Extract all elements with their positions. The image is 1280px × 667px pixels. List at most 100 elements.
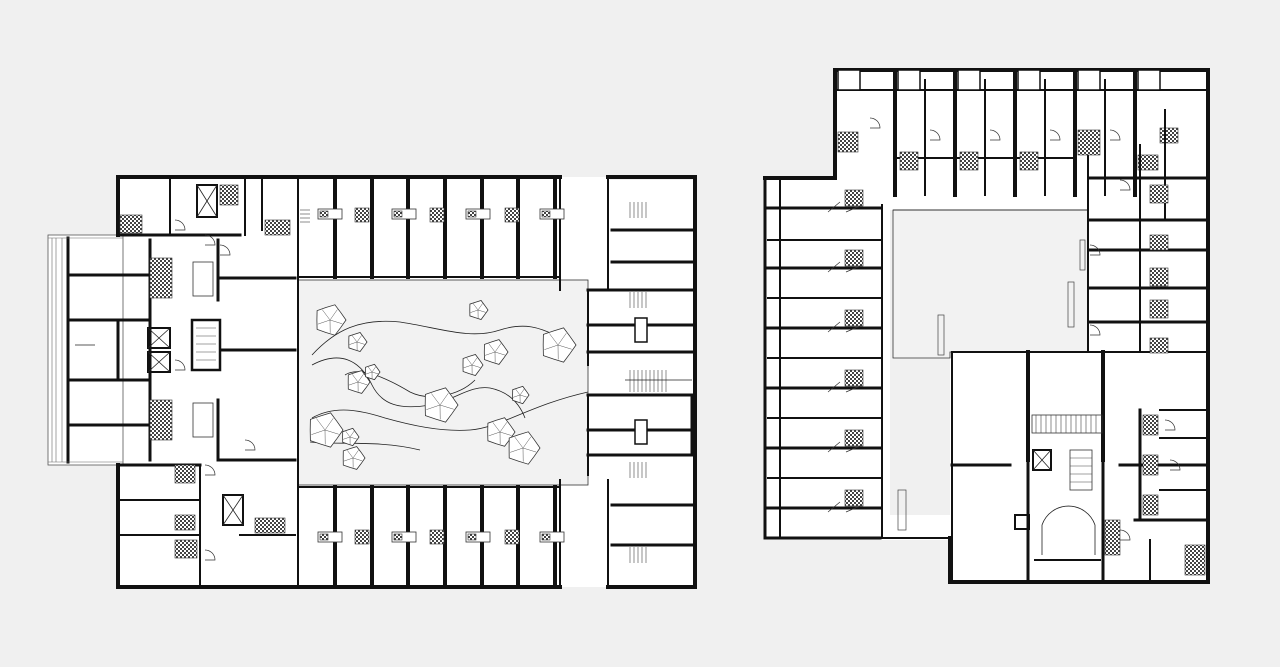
kitchen-counter	[317, 208, 343, 220]
tree	[348, 332, 368, 352]
door-swing	[827, 381, 861, 393]
tree-branch	[345, 431, 351, 438]
tree-branch	[488, 431, 501, 437]
balcony	[897, 69, 921, 91]
door-swing	[989, 129, 1001, 141]
tree	[309, 412, 344, 448]
door-swing	[204, 549, 216, 561]
kitchen-appliance	[541, 210, 551, 218]
courtyard-left	[297, 279, 589, 486]
wet-zone	[354, 529, 370, 545]
kitchen-appliance	[393, 533, 403, 541]
kitchen-appliance	[541, 533, 551, 541]
courtyard-path	[311, 320, 556, 356]
kitchen-appliance	[319, 210, 329, 218]
unit-stair	[629, 547, 647, 563]
tree-branch	[352, 335, 358, 343]
tree-branch	[470, 309, 479, 313]
tree-branch	[349, 341, 358, 345]
tree-branch	[367, 366, 373, 373]
tree-branch	[513, 394, 521, 398]
north-balconies	[837, 69, 1161, 91]
kitchen-block	[391, 208, 417, 220]
wet-zone	[844, 249, 864, 267]
tree-branch	[365, 371, 373, 375]
tree	[487, 417, 516, 447]
tree-branch	[463, 364, 473, 369]
kitchen-counter	[539, 208, 565, 220]
tree-branch	[499, 431, 512, 436]
tree-branch	[347, 450, 354, 459]
tree-branch	[371, 366, 376, 373]
kitchen-block	[465, 531, 491, 543]
door-swing-pair	[827, 381, 861, 393]
kitchen-block	[539, 531, 565, 543]
tree-branch	[316, 418, 326, 431]
kitchen-counter	[317, 531, 343, 543]
tree	[347, 370, 371, 394]
tree-branch	[519, 388, 525, 396]
kitchen-appliance	[467, 533, 477, 541]
tree	[508, 431, 541, 465]
tree-branch	[557, 333, 567, 346]
unit-stair	[629, 202, 647, 218]
stair-south-right	[1014, 414, 1103, 555]
door-swing	[827, 321, 861, 333]
left-door-swings	[174, 219, 256, 561]
wet-zone	[844, 489, 864, 507]
west-annex	[47, 234, 152, 466]
door-swing	[1164, 419, 1176, 431]
tree	[342, 427, 360, 447]
tree-branch	[329, 319, 343, 325]
kitchen-appliance	[393, 210, 403, 218]
tree	[316, 304, 347, 336]
south-kitchen-blocks	[317, 529, 565, 545]
tree-branch	[488, 343, 496, 353]
kitchen-appliance	[467, 210, 477, 218]
kitchen-counter	[634, 317, 648, 343]
tree-branch	[348, 381, 359, 386]
tree	[483, 339, 509, 365]
balcony	[1137, 69, 1161, 91]
tree-branch	[343, 457, 354, 462]
wet-zone	[844, 189, 864, 207]
kitchen-counter	[391, 208, 417, 220]
kitchen-counter	[634, 419, 648, 445]
tree-branch	[324, 429, 339, 435]
balcony	[1077, 69, 1101, 91]
tree-branch	[473, 303, 479, 311]
door-swing	[174, 219, 186, 231]
kitchen-appliance	[319, 533, 329, 541]
door-swing	[1119, 179, 1131, 191]
tree-branch	[515, 389, 521, 396]
tree-branch	[549, 333, 559, 346]
south-wing-units	[297, 485, 565, 589]
door-swing	[204, 234, 216, 246]
building-right-plan	[763, 68, 1210, 584]
tree-branch	[357, 381, 368, 386]
tree-branch	[514, 436, 524, 449]
door-swing-pair	[827, 501, 861, 513]
tree-branch	[544, 344, 559, 350]
kitchen-counter	[391, 531, 417, 543]
door-swing	[1049, 129, 1061, 141]
kitchen-block	[539, 208, 565, 220]
courtyard-path	[311, 391, 589, 431]
tree-branch	[356, 335, 362, 343]
door-swing	[827, 501, 861, 513]
tree	[469, 300, 489, 320]
tree-branch	[343, 436, 351, 440]
tree-branch	[349, 436, 357, 440]
east-units-right	[1088, 109, 1210, 354]
kitchen-block	[317, 208, 343, 220]
tree	[424, 387, 459, 423]
kitchen-block	[634, 317, 648, 343]
door-swing	[1169, 459, 1181, 471]
tree-branch	[426, 404, 441, 410]
tree-branch	[357, 374, 364, 383]
balcony	[837, 69, 861, 91]
tree	[542, 327, 577, 363]
tree-branch	[494, 351, 506, 356]
kitchen-block	[634, 419, 648, 445]
kitchen-block	[391, 531, 417, 543]
